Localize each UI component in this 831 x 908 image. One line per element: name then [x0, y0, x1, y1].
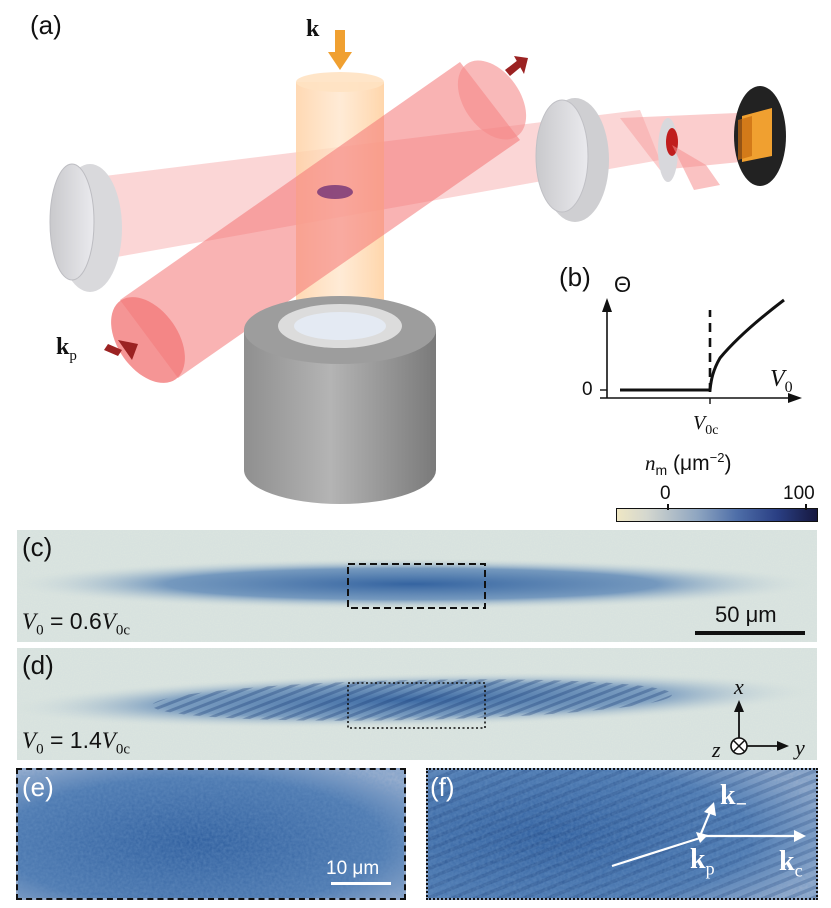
axis-z-label: z [712, 737, 721, 762]
panel-d-label: (d) [22, 650, 54, 680]
panel-d-condition: V0 = 1.4V0c [22, 727, 130, 758]
kp-label: kp [56, 334, 77, 364]
k-minus-vector [698, 811, 712, 837]
theta-axis-label: Θ [614, 272, 632, 297]
pump-beam [111, 60, 527, 383]
cloud-c [17, 558, 817, 610]
colorbar-title: nm (μm−2) [645, 450, 732, 479]
detector [734, 86, 786, 186]
colorbar-tick-max: 100 [783, 483, 815, 504]
atom-cloud [317, 185, 353, 199]
kp-arrow-bottom [104, 340, 138, 360]
axis-x-label: x [734, 674, 744, 699]
scalebar-e-label: 10 μm [326, 858, 380, 879]
panel-e-label: (e) [22, 772, 54, 802]
order-parameter-curve [620, 298, 785, 392]
axis-y-label: y [795, 735, 805, 760]
k-minus-label: k− [720, 780, 747, 816]
scalebar-e [331, 882, 391, 885]
zoom-box-d [347, 682, 486, 729]
panel-c-image [17, 530, 817, 642]
kp-arrow-top [505, 56, 528, 76]
panel-c-label: (c) [22, 532, 53, 562]
order-parameter-plot [600, 298, 802, 404]
theta-zero-tick: 0 [582, 379, 593, 400]
colorbar-tick-min: 0 [660, 483, 671, 504]
panel-c-condition: V0 = 0.6V0c [22, 608, 130, 639]
panel-d-image [17, 648, 817, 760]
k-label: k [306, 16, 320, 42]
scalebar-c [695, 631, 805, 635]
kp-vector [611, 836, 701, 868]
k-arrow [328, 30, 352, 70]
setup-illustration [49, 30, 786, 504]
panel-b-label: (b) [559, 262, 591, 292]
objective [244, 296, 436, 504]
zoom-box-c [347, 563, 486, 609]
left-mirror [49, 163, 122, 292]
panel-e-image [16, 768, 406, 900]
right-mirror [535, 98, 609, 222]
panel-a-label: (a) [30, 10, 62, 40]
k-p-label: kp [690, 844, 715, 879]
k-c-label: kc [779, 846, 803, 881]
scalebar-c-label: 50 μm [715, 602, 777, 627]
v0c-tick: V0c [693, 412, 719, 438]
panel-f-label: (f) [430, 772, 455, 802]
panel-f-image [426, 768, 818, 900]
colorbar [616, 508, 818, 522]
v0-axis-label: V0 [770, 366, 793, 396]
